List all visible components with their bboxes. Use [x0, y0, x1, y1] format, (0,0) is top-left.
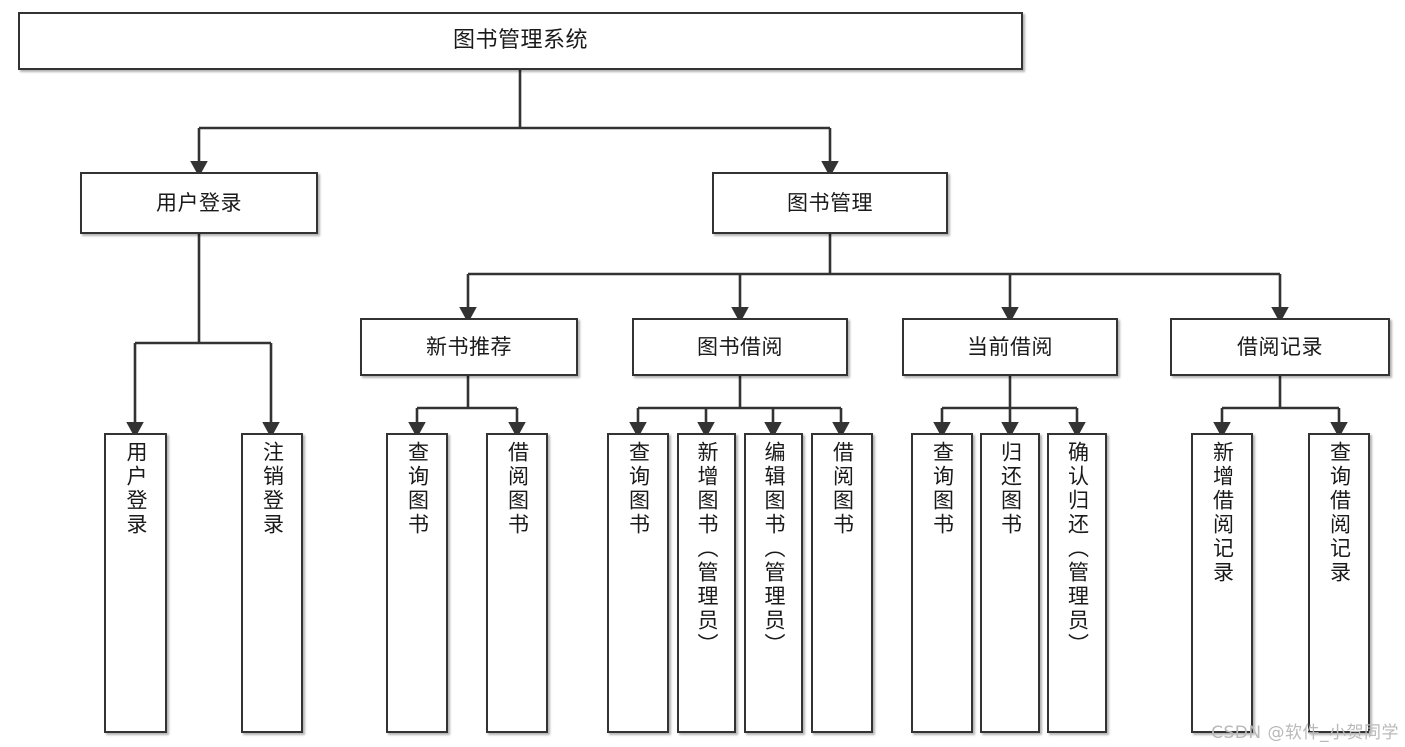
node-book-manage-label: 图书管理 [787, 190, 873, 215]
node-current-borrow-label: 当前借阅 [967, 334, 1053, 359]
node-leaf-user-login-label: 用户登录 [124, 441, 148, 537]
node-leaf-add-record[interactable]: 新增借阅记录 [1191, 433, 1253, 733]
node-new-book-recommend-label: 新书推荐 [426, 334, 512, 359]
csdn-watermark: CSDN @软件_小贺同学 [1211, 723, 1399, 743]
node-user-login-label: 用户登录 [156, 190, 242, 215]
node-root[interactable]: 图书管理系统 [18, 12, 1023, 70]
node-leaf-add-book-label: 新增图书（管理员） [695, 441, 719, 657]
node-new-book-recommend[interactable]: 新书推荐 [360, 318, 578, 376]
node-leaf-query-book-1-label: 查询图书 [405, 441, 430, 537]
node-leaf-query-book-3-label: 查询图书 [930, 441, 955, 537]
node-leaf-logout[interactable]: 注销登录 [241, 433, 303, 733]
node-leaf-query-record-label: 查询借阅记录 [1327, 441, 1352, 585]
node-leaf-edit-book-label: 编辑图书（管理员） [762, 441, 786, 657]
node-leaf-return-book[interactable]: 归还图书 [980, 433, 1040, 733]
node-leaf-query-record[interactable]: 查询借阅记录 [1308, 433, 1370, 733]
node-leaf-borrow-book-2[interactable]: 借阅图书 [811, 433, 873, 733]
node-leaf-logout-label: 注销登录 [260, 441, 285, 537]
node-leaf-add-book[interactable]: 新增图书（管理员） [677, 433, 736, 733]
node-leaf-borrow-book-1[interactable]: 借阅图书 [486, 433, 548, 733]
node-leaf-return-book-label: 归还图书 [998, 441, 1023, 537]
node-borrow-record[interactable]: 借阅记录 [1170, 318, 1390, 376]
node-book-borrow[interactable]: 图书借阅 [632, 318, 848, 376]
node-root-label: 图书管理系统 [452, 28, 588, 54]
node-leaf-confirm-return[interactable]: 确认归还（管理员） [1047, 433, 1107, 733]
node-leaf-query-book-3[interactable]: 查询图书 [911, 433, 973, 733]
node-leaf-query-book-1[interactable]: 查询图书 [386, 433, 448, 733]
node-current-borrow[interactable]: 当前借阅 [902, 318, 1118, 376]
node-user-login[interactable]: 用户登录 [80, 172, 318, 234]
node-borrow-record-label: 借阅记录 [1237, 334, 1323, 359]
node-leaf-user-login[interactable]: 用户登录 [104, 433, 167, 733]
node-leaf-edit-book[interactable]: 编辑图书（管理员） [744, 433, 803, 733]
node-book-borrow-label: 图书借阅 [697, 334, 783, 359]
node-leaf-confirm-return-label: 确认归还（管理员） [1065, 441, 1090, 657]
node-leaf-query-book-2[interactable]: 查询图书 [607, 433, 669, 733]
node-leaf-query-book-2-label: 查询图书 [626, 441, 651, 537]
node-leaf-add-record-label: 新增借阅记录 [1210, 441, 1235, 585]
node-leaf-borrow-book-2-label: 借阅图书 [830, 441, 855, 537]
node-book-manage[interactable]: 图书管理 [712, 172, 948, 234]
node-leaf-borrow-book-1-label: 借阅图书 [505, 441, 530, 537]
